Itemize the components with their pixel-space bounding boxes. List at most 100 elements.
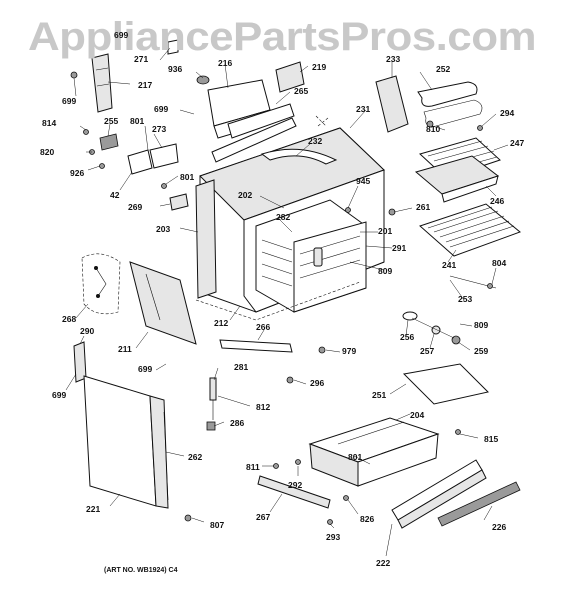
callout-268[interactable]: 268 [62,314,76,324]
part-814-screw[interactable] [83,129,89,135]
callout-809[interactable]: 809 [378,266,392,276]
part-286-leveler[interactable] [206,421,216,431]
part-282-light[interactable] [313,247,323,267]
callout-257[interactable]: 257 [420,346,434,356]
callout-811[interactable]: 811 [246,462,260,472]
callout-211[interactable]: 211 [118,344,132,354]
part-979-screw[interactable] [318,346,326,354]
callout-202[interactable]: 202 [238,190,252,200]
callout-699[interactable]: 699 [62,96,76,106]
part-241-oven-rack[interactable] [419,203,521,257]
part-217-bracket[interactable] [91,53,113,113]
callout-945[interactable]: 945 [356,176,370,186]
part-296-screw[interactable] [286,376,294,384]
callout-282[interactable]: 282 [276,212,290,222]
callout-809[interactable]: 809 [474,320,488,330]
part-262-trim[interactable] [163,411,169,501]
part-201-oven-liner[interactable] [255,199,367,313]
part-801-screw[interactable] [161,183,167,189]
part-219-shield[interactable] [275,61,305,93]
callout-259[interactable]: 259 [474,346,488,356]
callout-255[interactable]: 255 [104,116,118,126]
part-267-rail[interactable] [257,475,331,509]
callout-204[interactable]: 204 [410,410,424,420]
part-232-cavity-top[interactable] [260,148,338,165]
part-268-wire-harness[interactable] [81,253,121,315]
part-42-panel[interactable] [127,149,153,175]
callout-290[interactable]: 290 [80,326,94,336]
callout-246[interactable]: 246 [490,196,504,206]
callout-826[interactable]: 826 [360,514,374,524]
part-266-rail[interactable] [219,339,293,353]
part-256-knob[interactable] [402,311,418,321]
callout-926[interactable]: 926 [70,168,84,178]
part-221-side-panel[interactable] [83,375,169,509]
callout-256[interactable]: 256 [400,332,414,342]
callout-979[interactable]: 979 [342,346,356,356]
part-226-handle[interactable] [437,481,521,527]
callout-801[interactable]: 801 [180,172,194,182]
callout-269[interactable]: 269 [128,202,142,212]
callout-42[interactable]: 42 [110,190,120,200]
callout-271[interactable]: 271 [134,54,148,64]
callout-699[interactable]: 699 [52,390,66,400]
part-811-screw[interactable] [273,463,279,469]
callout-296[interactable]: 296 [310,378,324,388]
callout-212[interactable]: 212 [214,318,228,328]
callout-801[interactable]: 801 [130,116,144,126]
callout-247[interactable]: 247 [510,138,524,148]
part-269-bracket[interactable] [169,193,189,211]
callout-252[interactable]: 252 [436,64,450,74]
callout-801[interactable]: 801 [348,452,362,462]
callout-810[interactable]: 810 [426,124,440,134]
callout-219[interactable]: 219 [312,62,326,72]
callout-273[interactable]: 273 [152,124,166,134]
part-281-leg[interactable] [209,377,217,420]
callout-222[interactable]: 222 [376,558,390,568]
callout-241[interactable]: 241 [442,260,456,270]
part-273-bracket[interactable] [149,143,179,169]
part-203-side-panel[interactable] [195,179,217,299]
callout-293[interactable]: 293 [326,532,340,542]
callout-266[interactable]: 266 [256,322,270,332]
callout-231[interactable]: 231 [356,104,370,114]
part-926-screw[interactable] [99,163,105,169]
part-699-screw[interactable] [70,71,78,79]
callout-203[interactable]: 203 [156,224,170,234]
callout-807[interactable]: 807 [210,520,224,530]
callout-281[interactable]: 281 [234,362,248,372]
part-204-drawer[interactable] [308,417,440,487]
callout-262[interactable]: 262 [188,452,202,462]
part-936-grommet[interactable] [196,75,210,85]
part-294-clip[interactable] [477,125,483,131]
part-211-back-panel[interactable] [129,261,197,345]
callout-261[interactable]: 261 [416,202,430,212]
callout-699[interactable]: 699 [154,104,168,114]
part-292-screw[interactable] [295,459,301,465]
part-252-broil-element[interactable] [417,81,483,127]
callout-251[interactable]: 251 [372,390,386,400]
callout-265[interactable]: 265 [294,86,308,96]
callout-291[interactable]: 291 [392,243,406,253]
part-826-screw[interactable] [343,495,349,501]
part-293-screw[interactable] [327,519,333,525]
callout-812[interactable]: 812 [256,402,270,412]
part-255-switch[interactable] [99,133,119,151]
callout-699[interactable]: 699 [114,30,128,40]
part-222-drawer-front[interactable] [391,459,487,529]
part-807-screw[interactable] [184,514,192,522]
part-265-duct[interactable] [227,103,295,139]
part-233-insulation[interactable] [375,75,409,133]
part-804-clip[interactable] [487,283,493,289]
callout-814[interactable]: 814 [42,118,56,128]
callout-226[interactable]: 226 [492,522,506,532]
callout-936[interactable]: 936 [168,64,182,74]
callout-286[interactable]: 286 [230,418,244,428]
callout-815[interactable]: 815 [484,434,498,444]
callout-233[interactable]: 233 [386,54,400,64]
part-251-bracket[interactable] [402,363,489,405]
callout-699[interactable]: 699 [138,364,152,374]
part-945-sensor[interactable] [345,207,351,213]
part-271-clip[interactable] [167,39,179,55]
callout-201[interactable]: 201 [378,226,392,236]
